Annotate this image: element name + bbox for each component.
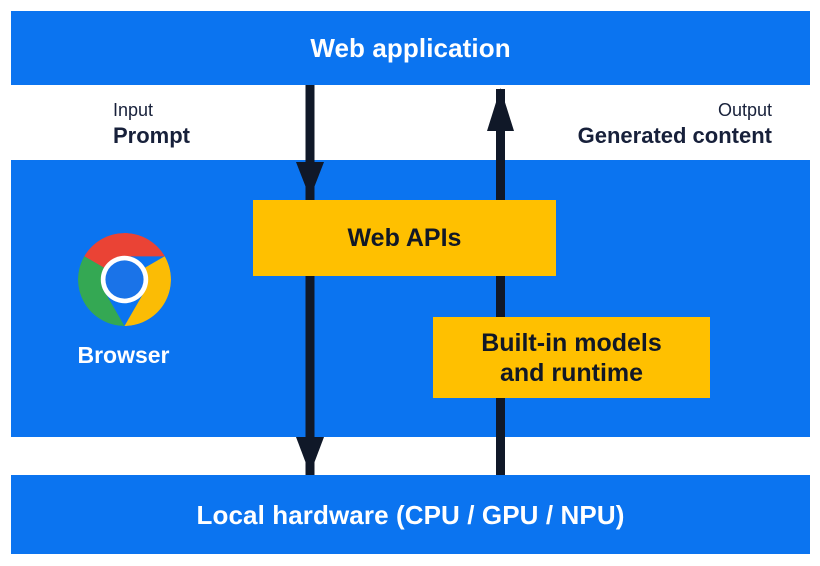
box-builtin-models[interactable]: Built-in models and runtime <box>433 317 710 398</box>
band-local-hardware-title: Local hardware (CPU / GPU / NPU) <box>196 500 625 530</box>
flow-label-output-value: Generated content <box>577 122 772 148</box>
box-builtin-models-line2: and runtime <box>499 358 644 387</box>
band-web-application: Web application <box>11 11 810 85</box>
box-web-apis[interactable]: Web APIs <box>253 200 556 276</box>
flow-label-input: Input Prompt <box>113 99 190 149</box>
flow-label-input-caption: Input <box>113 100 154 120</box>
band-local-hardware: Local hardware (CPU / GPU / NPU) <box>11 475 810 554</box>
flow-label-output-caption: Output <box>717 100 772 120</box>
flow-label-output: Output Generated content <box>578 99 772 149</box>
chrome-logo-icon <box>78 233 171 326</box>
band-browser-title: Browser <box>77 342 170 368</box>
band-web-application-title: Web application <box>310 33 511 63</box>
box-web-apis-label: Web APIs <box>347 224 462 252</box>
box-builtin-models-line1: Built-in models <box>481 328 662 357</box>
box-builtin-models-label: Built-in models and runtime <box>481 328 662 388</box>
flow-label-input-value: Prompt <box>113 122 190 148</box>
